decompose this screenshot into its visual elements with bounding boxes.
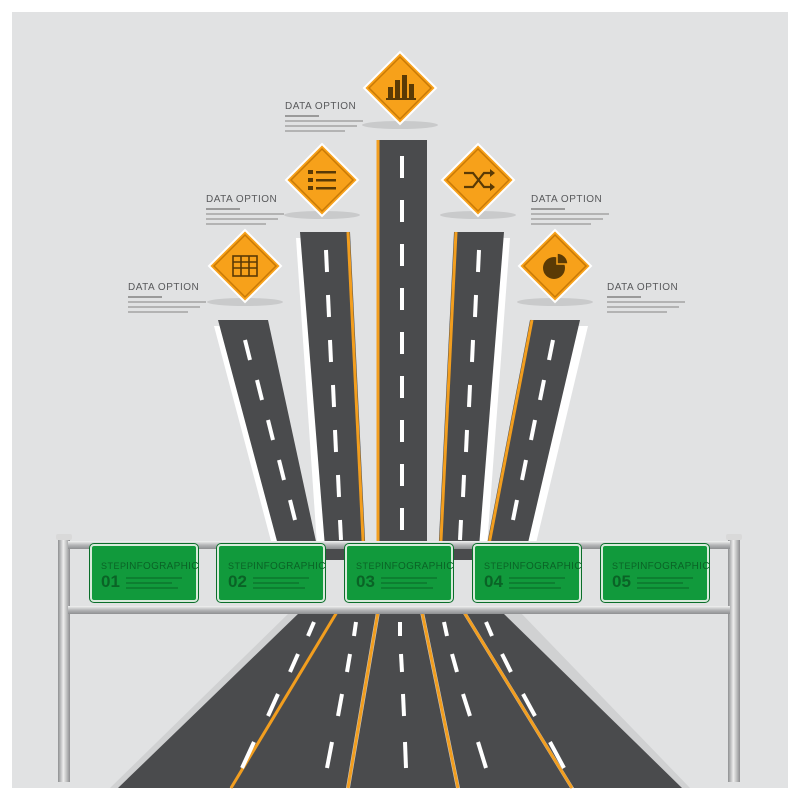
- step-sign-4: STEP 04 INFOGRAPHIC: [473, 544, 581, 602]
- step-label: STEP: [101, 561, 127, 571]
- option-title: DATA OPTION: [128, 282, 200, 293]
- step-sign-5: STEP 05 INFOGRAPHIC: [601, 544, 709, 602]
- pole-cap-right: [726, 534, 742, 540]
- road-4-edge: [438, 231, 458, 561]
- step-label: STEP: [356, 561, 382, 571]
- lower-road-4: [424, 612, 570, 788]
- bottom-crossbar: [68, 606, 730, 614]
- bar-chart-icon: [386, 75, 416, 100]
- step-label: STEP: [612, 561, 638, 571]
- option-title: DATA OPTION: [285, 101, 357, 112]
- step-caption: INFOGRAPHIC: [126, 561, 199, 572]
- upper-lane-dashes: [243, 156, 555, 541]
- lower-lane-dashes: [240, 621, 566, 769]
- data-option-label-3: DATA OPTION: [285, 101, 435, 132]
- placeholder-text-lines: [531, 208, 681, 225]
- step-sign-2: STEP 02 INFOGRAPHIC: [217, 544, 325, 602]
- placeholder-text-lines: [126, 577, 186, 592]
- lower-road-5: [466, 612, 682, 788]
- data-option-label-5: DATA OPTION: [607, 282, 757, 313]
- step-caption: INFOGRAPHIC: [509, 561, 582, 572]
- diamond-signs: [207, 50, 593, 304]
- lower-road-2: [232, 612, 376, 788]
- step-number: 01: [101, 572, 120, 591]
- step-caption: INFOGRAPHIC: [381, 561, 454, 572]
- data-option-label-2: DATA OPTION: [206, 194, 356, 225]
- placeholder-text-lines: [607, 296, 757, 313]
- lower-road-1: [118, 612, 336, 788]
- right-pole: [728, 536, 740, 782]
- placeholder-text-lines: [509, 577, 569, 592]
- step-sign-1: STEP 01 INFOGRAPHIC: [90, 544, 198, 602]
- step-number: 02: [228, 572, 247, 591]
- diamond-sign-1: [207, 228, 283, 304]
- calendar-grid-icon: [232, 255, 258, 277]
- upper-roads: [214, 140, 588, 561]
- lower-orange-line-3: [420, 611, 460, 789]
- shuffle-icon: [464, 169, 495, 191]
- placeholder-text-lines: [128, 296, 278, 313]
- data-option-label-4: DATA OPTION: [531, 194, 681, 225]
- step-caption: INFOGRAPHIC: [253, 561, 326, 572]
- step-number: 03: [356, 572, 375, 591]
- list-icon: [308, 170, 336, 190]
- step-label: STEP: [228, 561, 254, 571]
- pie-chart-icon: [543, 252, 569, 279]
- lower-orange-line-1: [229, 611, 339, 789]
- option-title: DATA OPTION: [206, 194, 278, 205]
- lower-orange-line-4: [462, 611, 574, 789]
- step-caption: INFOGRAPHIC: [637, 561, 710, 572]
- data-option-label-1: DATA OPTION: [128, 282, 278, 313]
- road-1: [218, 320, 320, 560]
- placeholder-text-lines: [637, 577, 697, 592]
- road-2-edge: [346, 231, 366, 561]
- option-title: DATA OPTION: [607, 282, 679, 293]
- step-number: 04: [484, 572, 503, 591]
- placeholder-text-lines: [253, 577, 313, 592]
- road-5-edge: [484, 319, 534, 561]
- step-sign-3: STEP 03 INFOGRAPHIC: [345, 544, 453, 602]
- placeholder-text-lines: [381, 577, 441, 592]
- placeholder-text-lines: [206, 208, 356, 225]
- lower-roadway: [110, 611, 690, 789]
- lower-orange-line-2: [346, 611, 380, 789]
- step-label: STEP: [484, 561, 510, 571]
- step-number: 05: [612, 572, 631, 591]
- option-title: DATA OPTION: [531, 194, 603, 205]
- left-pole: [58, 536, 70, 782]
- pole-cap-left: [56, 534, 72, 540]
- placeholder-text-lines: [285, 115, 435, 132]
